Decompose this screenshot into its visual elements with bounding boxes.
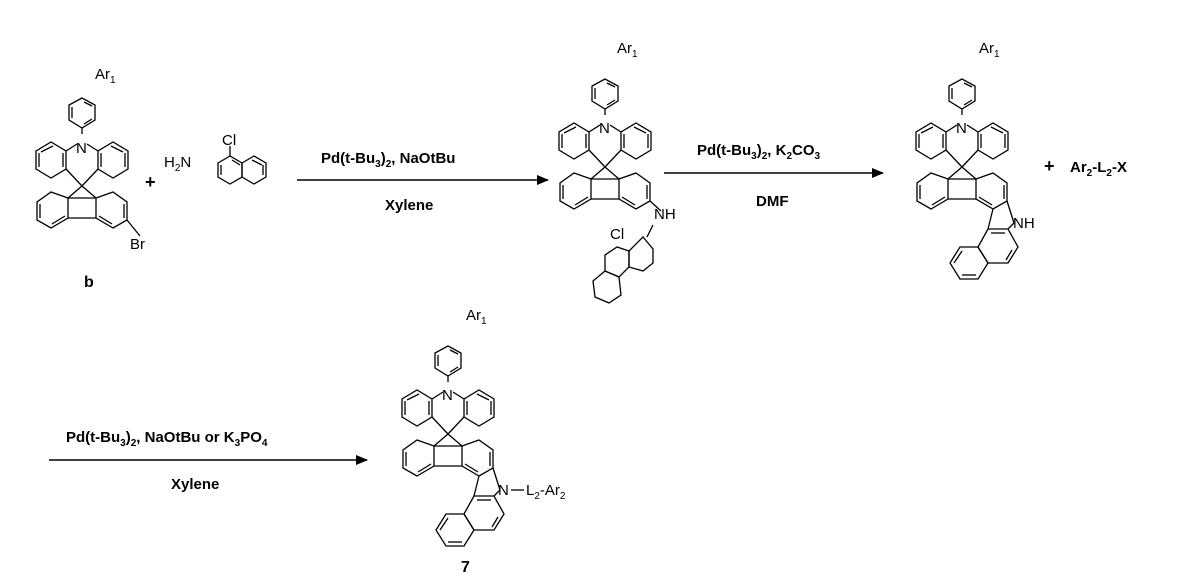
step2-solvent: DMF [756, 193, 789, 210]
compound-intermediate-1 [559, 79, 661, 303]
compound-b-ar1: Ar1 [95, 66, 116, 86]
amine-h2n: H2N [164, 154, 191, 174]
coreagent-ar2-l2-x: Ar2-L2-X [1070, 159, 1127, 179]
compound-b-nitrogen: N [76, 140, 87, 157]
product7-nitrogen-top: N [442, 387, 453, 404]
int2-ar1: Ar1 [979, 40, 1000, 60]
step1-reagents: Pd(t-Bu3)2, NaOtBu [321, 150, 455, 170]
int1-chlorine: Cl [610, 226, 624, 243]
compound-7-label: 7 [461, 559, 470, 576]
int2-nh: NH [1013, 215, 1035, 232]
product7-l2-ar2: L2-Ar2 [526, 482, 566, 502]
step1-solvent: Xylene [385, 197, 433, 214]
compound-7 [402, 346, 504, 546]
compound-amine [218, 146, 266, 184]
step3-solvent: Xylene [171, 476, 219, 493]
step2-reagents: Pd(t-Bu3)2, K2CO3 [697, 142, 821, 162]
compound-b-label: b [84, 274, 94, 291]
step3-reagents: Pd(t-Bu3)2, NaOtBu or K3PO4 [66, 429, 268, 449]
plus-sign-2: + [1044, 156, 1055, 176]
product7-ar1: Ar1 [466, 307, 487, 327]
int1-nh: NH [654, 206, 676, 223]
compound-b-bromine: Br [130, 236, 145, 253]
amine-chlorine: Cl [222, 132, 236, 149]
int2-nitrogen: N [956, 120, 967, 137]
int1-nitrogen: N [599, 120, 610, 137]
compound-b [36, 98, 140, 236]
plus-sign-1: + [145, 172, 156, 192]
int1-ar1: Ar1 [617, 40, 638, 60]
product7-nitrogen-indole: N [498, 482, 509, 499]
compound-intermediate-2 [916, 79, 1018, 279]
